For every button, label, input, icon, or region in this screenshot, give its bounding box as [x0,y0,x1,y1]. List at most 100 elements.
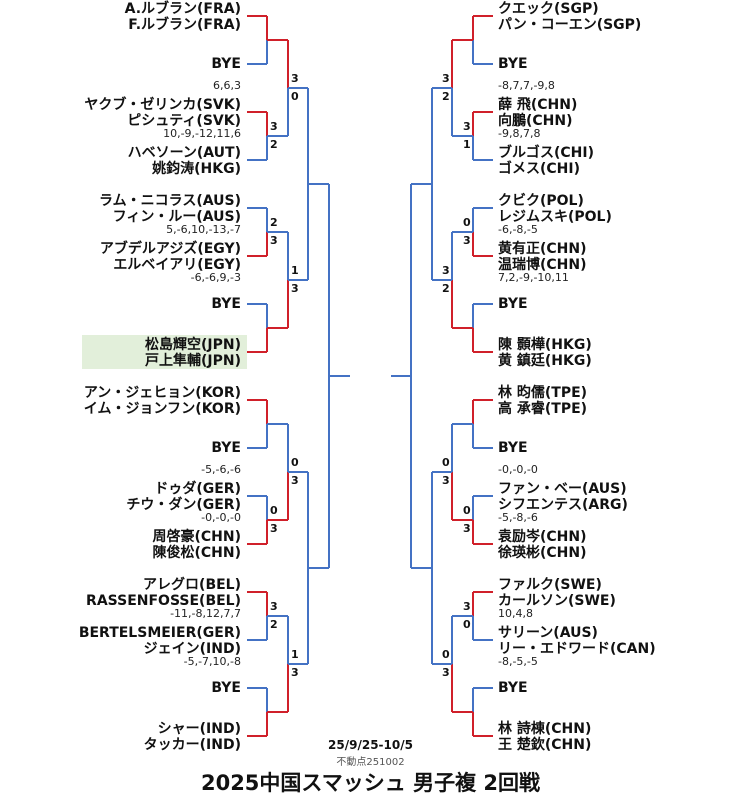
player-name: BYE [498,440,528,456]
match-score: 0 [442,456,450,469]
player-name: ヤクブ・ゼリンカ(SVK) [84,97,241,113]
match-score: 3 [463,600,471,613]
match-score: 0 [270,504,278,517]
player-name: BERTELSMEIER(GER) [78,625,241,641]
bye-slot: BYE [211,296,241,312]
game-scores: -6,-8,-5 [498,223,538,236]
player-name: ゴメス(CHI) [498,161,580,177]
match-score: 2 [270,216,278,229]
game-scores: -5,-7,10,-8 [183,655,241,668]
game-scores: -9,8,7,8 [498,127,541,140]
match-score: 3 [463,120,471,133]
match-score: 3 [291,72,299,85]
bye-slot: BYE [498,440,528,456]
match-score: 2 [442,282,450,295]
player-name: イム・ジョンフン(KOR) [83,401,241,417]
game-scores: -5,-8,-6 [498,511,538,524]
team-entry: 薛 飛(CHN)向鵬(CHN) [498,97,577,129]
player-name: F.ルブラン(FRA) [128,17,241,33]
team-entry: BERTELSMEIER(GER)ジェイン(IND) [79,625,241,657]
team-entry: アン・ジェヒョン(KOR)イム・ジョンフン(KOR) [84,385,241,417]
player-name: シャー(IND) [157,721,241,737]
player-name: フィン・ルー(AUS) [112,209,241,225]
game-scores: -0,-0,-0 [201,511,241,524]
game-scores: -8,-5,-5 [498,655,538,668]
team-entry: ラム・ニコラス(AUS)フィン・ルー(AUS) [99,193,241,225]
team-entry: 周啓豪(CHN)陳俊松(CHN) [152,529,241,561]
player-name: 松島輝空(JPN) [145,337,241,353]
team-entry: 袁励岑(CHN)徐瑛彬(CHN) [498,529,587,561]
event-dates: 25/9/25-10/5 [328,738,413,752]
game-scores: 5,-6,10,-13,-7 [166,223,241,236]
player-name: BYE [498,680,528,696]
match-score: 0 [463,216,471,229]
player-name: サリーン(AUS) [498,625,598,641]
player-name: 高 承睿(TPE) [498,401,588,417]
team-entry: 林 詩棟(CHN)王 楚欽(CHN) [498,721,591,753]
team-entry: ハベソーン(AUT)姚鈞涛(HKG) [128,145,241,177]
match-score: 3 [442,474,450,487]
game-scores: 7,2,-9,-10,11 [498,271,569,284]
player-name: アン・ジェヒョン(KOR) [83,385,241,401]
player-name: 黄 鎮廷(HKG) [498,353,592,369]
team-entry: A.ルブラン(FRA)F.ルブラン(FRA) [125,1,241,33]
player-name: ブルゴス(CHI) [498,145,594,161]
player-name: ジェイン(IND) [143,641,241,657]
player-name: タッカー(IND) [143,737,241,753]
team-entry: 黄有正(CHN)温瑞博(CHN) [498,241,587,273]
match-score: 2 [270,618,278,631]
team-entry: クビク(POL)レジムスキ(POL) [498,193,612,225]
match-score: 0 [442,648,450,661]
player-name: ファン・ベー(AUS) [498,481,627,497]
team-entry: アレグロ(BEL)RASSENFOSSE(BEL) [86,577,241,609]
match-score: 0 [463,504,471,517]
player-name: クビク(POL) [498,193,584,209]
player-name: チウ・ダン(GER) [126,497,241,513]
match-score: 3 [463,234,471,247]
team-entry: サリーン(AUS)リー・エドワード(CAN) [498,625,656,657]
match-score: 3 [291,666,299,679]
player-name: BYE [211,680,241,696]
player-name: ラム・ニコラス(AUS) [99,193,241,209]
player-name: 徐瑛彬(CHN) [498,545,587,561]
player-name: レジムスキ(POL) [498,209,612,225]
match-score: 2 [442,90,450,103]
match-score: 3 [442,264,450,277]
match-score: 3 [270,600,278,613]
player-name: ファルク(SWE) [498,577,602,593]
team-entry: クエック(SGP)パン・コーエン(SGP) [498,1,641,33]
player-name: シフエンテス(ARG) [498,497,628,513]
team-entry: ファルク(SWE)カールソン(SWE) [498,577,616,609]
game-scores: 10,4,8 [498,607,533,620]
match-score: 3 [270,234,278,247]
match-score: 3 [270,120,278,133]
team-entry: 林 昀儒(TPE)高 承睿(TPE) [498,385,587,417]
player-name: 陳俊松(CHN) [152,545,241,561]
match-score: 0 [291,456,299,469]
bye-slot: BYE [211,440,241,456]
player-name: BYE [211,56,241,72]
player-name: 姚鈞涛(HKG) [152,161,241,177]
match-score: 3 [463,522,471,535]
player-name: アブデルアジズ(EGY) [99,241,241,257]
player-name: 陳 顥樺(HKG) [498,337,592,353]
player-name: 薛 飛(CHN) [498,97,578,113]
player-name: 王 楚欽(CHN) [498,737,592,753]
player-name: カールソン(SWE) [498,593,616,609]
player-name: リー・エドワード(CAN) [498,641,656,657]
match-score: 2 [270,138,278,151]
game-scores: -11,-8,12,7,7 [170,607,241,620]
match-score: 3 [270,522,278,535]
player-name: ピシュティ(SVK) [127,113,241,129]
bye-slot: BYE [211,56,241,72]
player-name: 温瑞博(CHN) [498,257,587,273]
game-scores: -6,-6,9,-3 [190,271,241,284]
match-score: 1 [291,264,299,277]
match-score: 3 [442,72,450,85]
match-score: 0 [291,90,299,103]
team-entry: ヤクブ・ゼリンカ(SVK)ピシュティ(SVK) [84,97,241,129]
match-score: 3 [442,666,450,679]
team-entry: ブルゴス(CHI)ゴメス(CHI) [498,145,594,177]
bye-slot: BYE [498,56,528,72]
